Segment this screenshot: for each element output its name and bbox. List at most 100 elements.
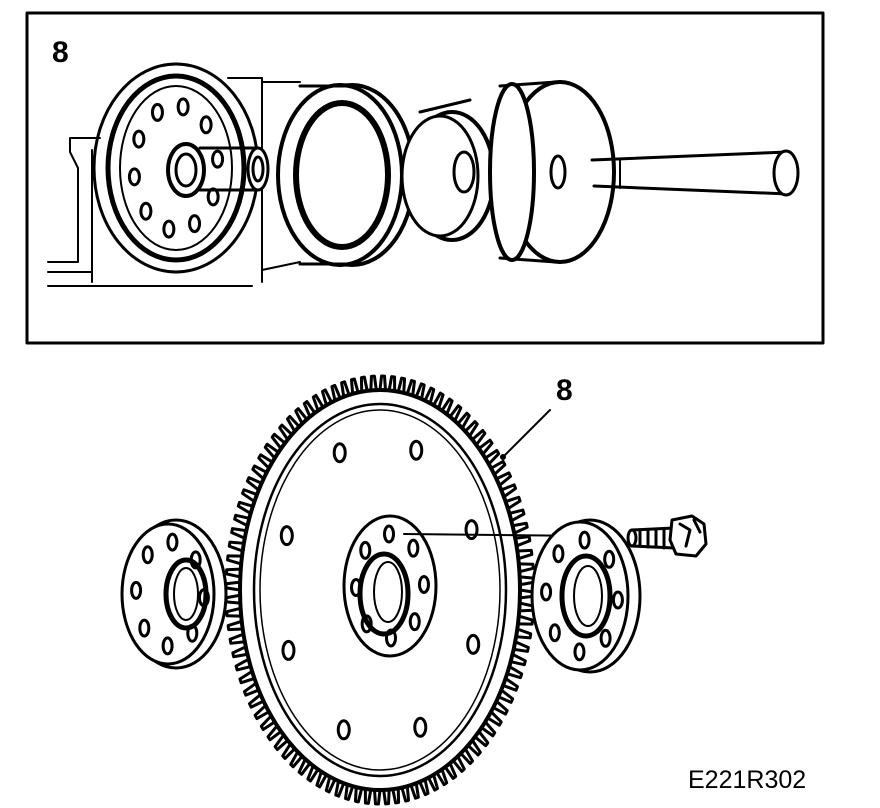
gear-tooth xyxy=(224,593,242,605)
gear-tooth xyxy=(353,785,364,804)
gear-tooth xyxy=(373,788,382,806)
engine-housing xyxy=(47,77,301,287)
gear-tooth xyxy=(344,782,355,801)
flange-bolt-hole xyxy=(176,97,190,117)
washer-bolt-hole xyxy=(573,642,586,662)
gear-tooth xyxy=(234,657,253,672)
gear-tooth xyxy=(225,606,243,618)
rim-hole xyxy=(413,716,428,738)
washer-bolt-hole xyxy=(540,582,553,602)
flange-bolt-hole xyxy=(132,129,146,149)
gear-tooth xyxy=(504,495,522,511)
gear-tooth xyxy=(514,627,533,640)
gear-tooth xyxy=(517,562,535,574)
washer-bolt-hole xyxy=(611,590,624,610)
gear-tooth xyxy=(233,513,251,528)
gear-tooth xyxy=(396,376,407,395)
figure-code: E221R302 xyxy=(688,766,806,794)
rim-hole xyxy=(464,519,479,541)
flywheel-callout-label: 8 xyxy=(556,374,573,407)
washer-bolt-hole xyxy=(548,623,561,643)
flange-bolt-hole xyxy=(188,214,202,234)
gear-tooth xyxy=(334,779,346,798)
gear-tooth xyxy=(238,669,256,685)
main-view: 8 xyxy=(120,374,708,806)
hub-bolt-hole xyxy=(408,612,421,632)
gear-tooth xyxy=(505,665,524,680)
right-washer xyxy=(530,518,642,674)
gear-tooth xyxy=(511,521,529,535)
hub-bolt-hole xyxy=(384,628,397,648)
gear-tooth xyxy=(369,374,378,392)
flange-bolt-hole xyxy=(199,115,213,135)
gear-tooth xyxy=(515,548,534,561)
gear-tooth xyxy=(409,781,420,800)
gear-tooth xyxy=(236,500,255,515)
washer-bolt-hole xyxy=(603,549,616,569)
gear-tooth xyxy=(516,614,534,626)
gear-tooth xyxy=(378,374,387,392)
gear-tooth xyxy=(226,619,245,632)
gear-tooth xyxy=(330,383,342,403)
rim-hole xyxy=(466,633,481,655)
rim-hole xyxy=(332,442,347,464)
ring-spacer xyxy=(276,83,416,267)
washer-bolt-hole xyxy=(130,580,143,600)
gear-tooth xyxy=(418,777,430,797)
washer-bolt-hole xyxy=(141,545,154,565)
rim-hole xyxy=(281,639,296,661)
inset-frame xyxy=(25,11,825,345)
flywheel-gear-icon xyxy=(224,374,536,806)
gear-tooth xyxy=(363,787,373,805)
gear-tooth xyxy=(509,652,527,667)
washer-bolt-hole xyxy=(197,588,210,608)
gear-tooth xyxy=(400,784,411,803)
washer-bolt-hole xyxy=(189,550,202,570)
gear-tooth xyxy=(340,380,351,399)
gear-tooth xyxy=(230,527,248,540)
hub-bolt-hole xyxy=(417,574,430,594)
leader-dot xyxy=(500,454,506,460)
washer-bolt-hole xyxy=(552,544,565,564)
washer-bolt-hole xyxy=(578,530,591,550)
flange-bolt-hole xyxy=(150,102,164,122)
gear-tooth xyxy=(405,379,416,398)
flange-bolt-hole xyxy=(211,149,225,169)
left-washer xyxy=(120,518,228,670)
gear-tooth xyxy=(414,382,426,401)
shaft-tool-icon xyxy=(400,80,800,264)
rim-hole xyxy=(336,719,351,741)
rim-hole xyxy=(279,525,294,547)
gear-tooth xyxy=(359,375,369,394)
hub-bolt-hole xyxy=(383,524,396,544)
inset-panel: 8 xyxy=(25,11,825,345)
washer-bolt-hole xyxy=(166,532,179,552)
flange-bolt-hole xyxy=(139,201,153,221)
washer-bolt-hole xyxy=(138,618,151,638)
gear-tooth xyxy=(349,377,360,396)
pilot-bushing xyxy=(198,146,270,192)
washer-bolt-hole xyxy=(599,628,612,648)
gear-tooth xyxy=(382,788,391,806)
gear-tooth xyxy=(227,540,246,553)
flange-bolt-hole xyxy=(127,167,141,187)
gear-tooth xyxy=(228,632,247,645)
hub-bolt-hole xyxy=(359,540,372,560)
rim-hole xyxy=(409,439,424,461)
hub-bolt-hole xyxy=(350,578,363,598)
hub-bolt-hole xyxy=(360,614,373,634)
gear-tooth xyxy=(231,645,249,659)
gear-tooth xyxy=(513,535,532,548)
crankshaft-flange xyxy=(92,62,260,274)
flange-bolt-hole xyxy=(162,219,176,239)
hub-bolt-hole xyxy=(407,538,420,558)
gear-tooth xyxy=(512,640,530,653)
gear-tooth xyxy=(224,567,243,579)
bolt-icon xyxy=(626,514,708,558)
gear-tooth xyxy=(226,554,244,566)
gear-tooth xyxy=(387,375,397,393)
gear-tooth xyxy=(224,580,242,592)
washer-bolt-hole xyxy=(186,623,199,643)
gear-tooth xyxy=(507,508,526,523)
